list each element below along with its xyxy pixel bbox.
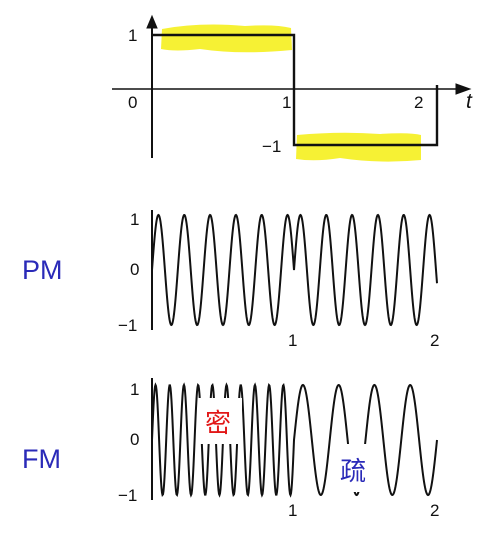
x-tick-0: 0 [128,93,137,112]
pm-y-tick-0: 0 [130,260,139,279]
x-tick-1: 1 [282,93,291,112]
fm-y-tick-1: 1 [130,380,139,399]
pm-x-tick-2: 2 [430,331,439,350]
highlight-negative [296,132,421,162]
square-wave-plot: 1 −1 0 1 2 t [112,14,473,162]
square-wave [152,33,439,147]
sparse-label-bg [335,444,381,492]
pm-wave [151,213,438,327]
fm-label: FM [22,444,61,474]
pm-y-tick-1: 1 [130,210,139,229]
fm-plot: 密 疏 FM 1 0 −1 1 2 [22,378,439,520]
y-tick-negative: −1 [262,137,281,156]
pm-label: PM [22,255,63,285]
t-axis-label: t [466,90,473,113]
pm-plot: PM 1 0 −1 1 2 [22,210,439,350]
fm-wave [151,382,438,498]
fm-x-tick-2: 2 [430,501,439,520]
x-tick-2: 2 [414,93,423,112]
y-tick-positive: 1 [128,26,137,45]
sparse-label: 疏 [340,456,366,486]
fm-y-tick-0: 0 [130,430,139,449]
pm-x-tick-1: 1 [288,331,297,350]
y-axis-arrow [146,14,158,29]
pm-y-tick-neg1: −1 [118,316,137,335]
fm-x-tick-1: 1 [288,501,297,520]
highlight-positive [161,24,292,53]
fm-y-tick-neg1: −1 [118,486,137,505]
dense-label: 密 [205,408,231,438]
x-axis-arrow [455,83,472,95]
dense-label-bg [198,398,242,444]
